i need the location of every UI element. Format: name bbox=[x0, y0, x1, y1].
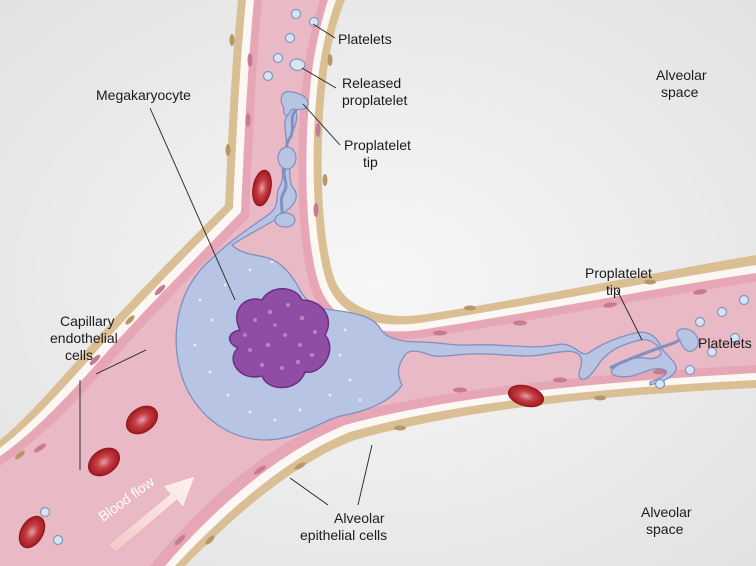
label-alveolar-space-bottom-line1: Alveolar bbox=[641, 504, 692, 520]
label-alveolar-space-bottom-line2: space bbox=[646, 521, 684, 537]
label-capillary-line2: endothelial bbox=[50, 330, 118, 346]
proplatelet-bulge-1 bbox=[278, 147, 296, 169]
label-alveolar-epithelial-line2: epithelial cells bbox=[300, 527, 387, 543]
proplatelet-bulge-2 bbox=[275, 213, 295, 227]
label-proplatelet-tip-top-line1: Proplatelet bbox=[344, 137, 411, 153]
label-alveolar-epithelial-line1: Alveolar bbox=[334, 510, 385, 526]
label-megakaryocyte: Megakaryocyte bbox=[96, 87, 191, 103]
label-platelets-right: Platelets bbox=[698, 335, 752, 351]
label-capillary-line1: Capillary bbox=[60, 313, 114, 329]
label-released-line1: Released bbox=[342, 75, 401, 91]
label-proplatelet-tip-right-line1: Proplatelet bbox=[585, 265, 652, 281]
label-proplatelet-tip-top-line2: tip bbox=[363, 154, 378, 170]
label-alveolar-space-top-line2: space bbox=[661, 84, 699, 100]
label-proplatelet-tip-right-line2: tip bbox=[606, 282, 621, 298]
label-released-line2: proplatelet bbox=[342, 92, 407, 108]
label-platelets-top: Platelets bbox=[338, 31, 392, 47]
label-capillary-line3: cells bbox=[65, 347, 93, 363]
label-alveolar-space-top-line1: Alveolar bbox=[656, 67, 707, 83]
